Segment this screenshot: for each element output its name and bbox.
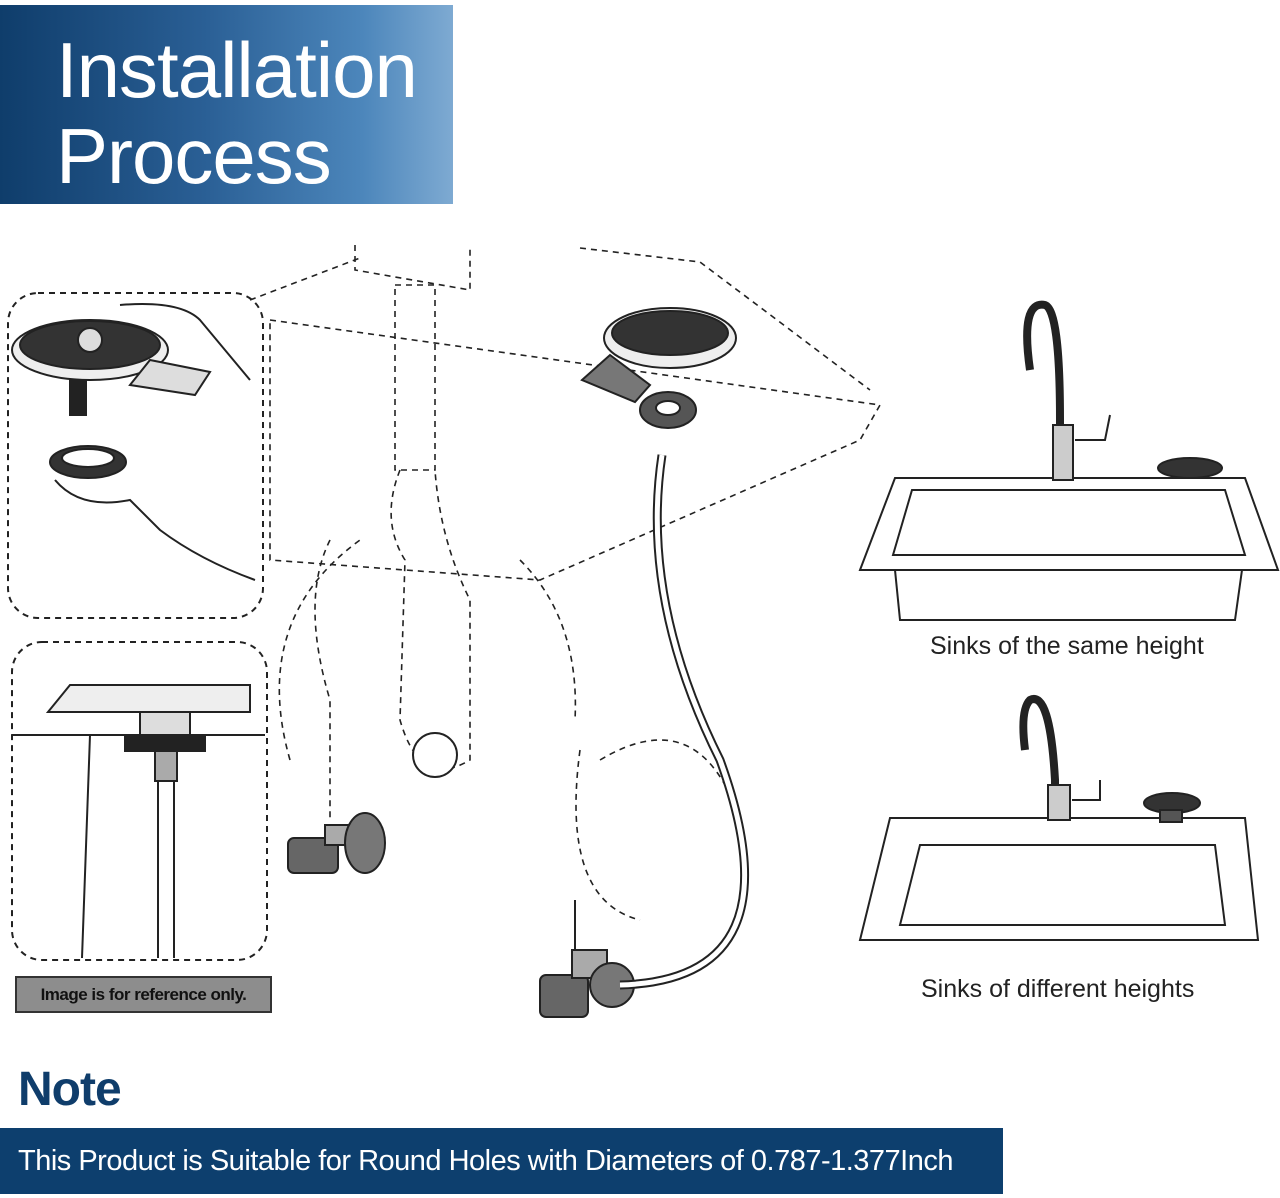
rinser-section-illustration: [12, 684, 265, 959]
installation-diagram: [7, 245, 1280, 1018]
title-banner: Installation Process: [0, 5, 453, 204]
sink-different-heights-illustration: [858, 695, 1260, 941]
counter-outline: [249, 245, 882, 921]
caption-same-height: Sinks of the same height: [930, 632, 1204, 660]
note-text: This Product is Suitable for Round Holes…: [18, 1144, 954, 1177]
drain-trap: [412, 732, 458, 778]
title-line-1: Installation: [56, 26, 418, 114]
inset-hand-assembly: [7, 292, 264, 619]
title-line-2: Process: [56, 112, 332, 200]
reference-only-label: Image is for reference only.: [15, 976, 272, 1013]
sink-same-height-illustration: [858, 300, 1280, 621]
shutoff-valve-right: [539, 949, 635, 1018]
shutoff-valve-left: [287, 812, 386, 874]
rinser-installed: [574, 307, 750, 990]
rinser-top-illustration: [11, 303, 256, 581]
note-bar: This Product is Suitable for Round Holes…: [0, 1128, 1003, 1194]
note-title: Note: [18, 1063, 122, 1116]
caption-different-heights: Sinks of different heights: [921, 975, 1195, 1003]
